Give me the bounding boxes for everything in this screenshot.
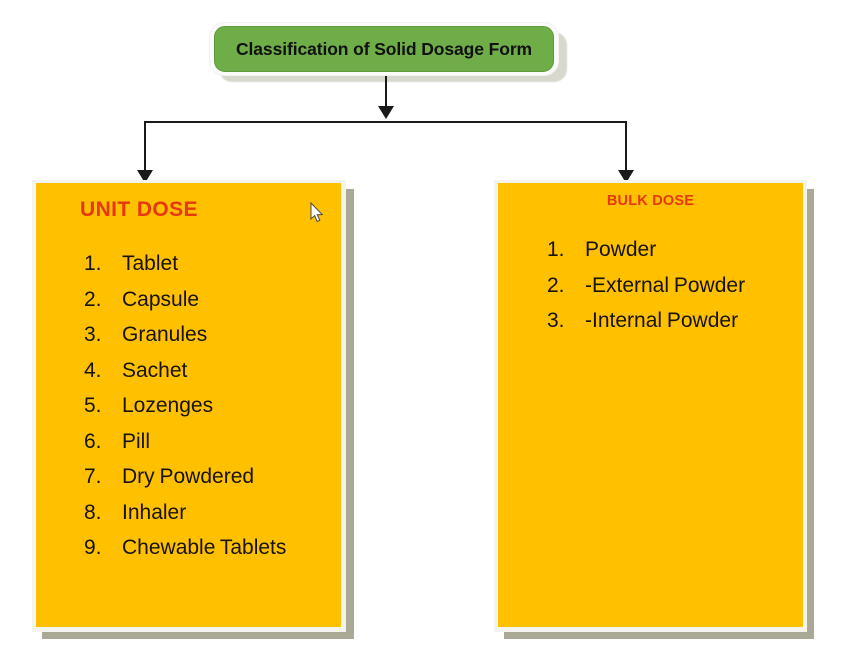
list-item-label: Powder [585, 238, 657, 261]
list-item: 1. Powder [547, 238, 797, 262]
list-item-number: 4. [84, 358, 102, 382]
list-item-number: 2. [84, 287, 102, 311]
list-item: 4. Sachet [84, 359, 334, 383]
list-item-label: -Internal Powder [585, 309, 739, 333]
list-item-label: Lozenges [122, 394, 214, 418]
list-item-label: Chewable Tablets [122, 536, 287, 560]
list-item-label: Sachet [122, 358, 188, 382]
list-item-number: 8. [84, 500, 102, 524]
list-item-number: 3. [547, 309, 565, 333]
arrow-down-icon-left [137, 170, 153, 183]
list-item-label: Granules [122, 323, 208, 347]
list-item-label: Dry Powdered [122, 465, 255, 489]
list-item: 8. Inhaler [84, 501, 334, 525]
bulk-dose-list: 1. Powder 2. -External Powder 3. -Intern… [547, 238, 797, 345]
list-item: 3. Granules [84, 323, 334, 347]
mouse-pointer-icon [310, 202, 324, 223]
page-title: Classification of Solid Dosage Form [236, 38, 532, 59]
list-item-number: 5. [84, 394, 102, 418]
bulk-dose-heading: BULK DOSE [606, 193, 695, 209]
list-item: 2. Capsule [84, 288, 334, 312]
unit-dose-heading: UNIT DOSE [80, 198, 198, 221]
list-item: 2. -External Powder [547, 274, 797, 298]
list-item-number: 1. [547, 238, 565, 261]
list-item-number: 1. [84, 252, 102, 275]
list-item: 6. Pill [84, 430, 334, 454]
list-item-number: 3. [84, 323, 102, 347]
list-item-label: Tablet [122, 252, 179, 275]
unit-dose-list: 1. Tablet 2. Capsule 3. Granules 4. Sach… [84, 252, 334, 572]
connector-bus-horizontal [145, 121, 627, 123]
unit-dose-card[interactable] [36, 183, 341, 627]
arrow-down-icon-right [618, 170, 634, 183]
list-item-number: 2. [547, 273, 565, 297]
arrow-down-icon-center [378, 106, 394, 119]
list-item: 9. Chewable Tablets [84, 536, 334, 560]
connector-left-vertical [144, 121, 147, 173]
connector-right-vertical [625, 121, 628, 173]
bulk-dose-card[interactable] [498, 183, 803, 627]
connector-stem-vertical [385, 76, 387, 116]
list-item-label: Pill [122, 429, 151, 453]
list-item: 7. Dry Powdered [84, 465, 334, 489]
list-item-number: 7. [84, 465, 102, 489]
list-item: 1. Tablet [84, 252, 334, 276]
list-item: 3. -Internal Powder [547, 309, 797, 333]
list-item-number: 6. [84, 429, 102, 453]
list-item-label: Inhaler [122, 500, 187, 524]
list-item-label: Capsule [122, 287, 200, 311]
list-item-number: 9. [84, 536, 102, 560]
list-item: 5. Lozenges [84, 394, 334, 418]
list-item-label: -External Powder [585, 273, 746, 297]
title-node[interactable]: Classification of Solid Dosage Form [214, 26, 554, 72]
